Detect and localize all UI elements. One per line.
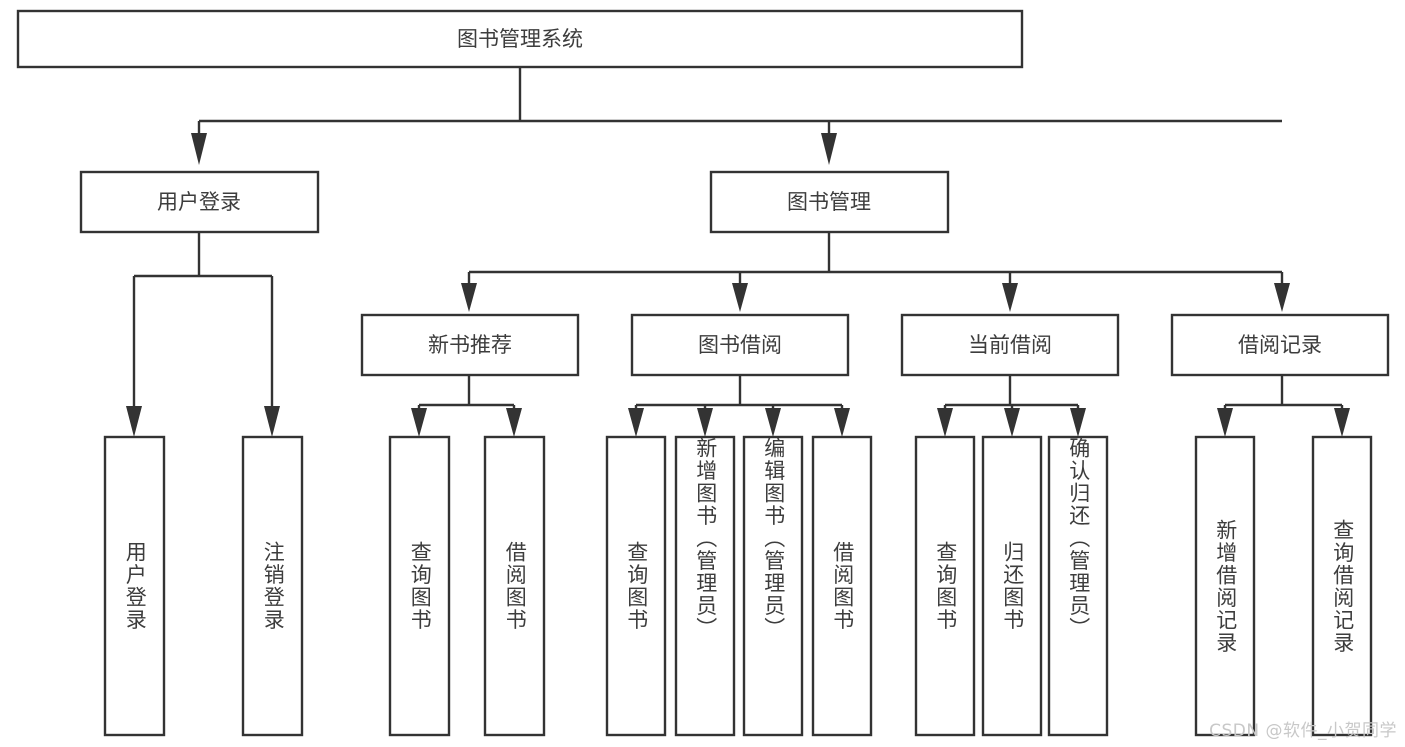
leaf-box-currentborrow-0[interactable] xyxy=(914,435,976,737)
node-borrow-record[interactable]: 借阅记录 xyxy=(1170,313,1390,377)
leaf-box-user-login-1[interactable] xyxy=(241,435,304,737)
leaf-boxes-new-book-recommend xyxy=(388,435,546,737)
node-root-label: 图书管理系统 xyxy=(457,27,583,51)
node-book-management-label: 图书管理 xyxy=(787,190,871,214)
leaf-box-bookborrow-2[interactable] xyxy=(742,435,804,737)
node-borrow-record-label: 借阅记录 xyxy=(1238,333,1322,357)
node-user-login-label: 用户登录 xyxy=(157,190,241,214)
node-new-book-recommend[interactable]: 新书推荐 xyxy=(360,313,580,377)
connector-currentborrow-to-leaves xyxy=(937,375,1086,437)
leaf-box-currentborrow-2[interactable] xyxy=(1047,435,1109,737)
leaf-boxes-borrow-record xyxy=(1194,435,1373,737)
node-book-management[interactable]: 图书管理 xyxy=(709,170,950,234)
leaf-box-bookborrow-0[interactable] xyxy=(605,435,667,737)
leaf-box-currentborrow-1[interactable] xyxy=(981,435,1043,737)
leaf-boxes-current-borrow xyxy=(914,435,1109,737)
leaf-box-user-login-0[interactable] xyxy=(103,435,166,737)
connector-userlogin-to-leaves xyxy=(126,232,280,437)
leaf-box-bookborrow-1[interactable] xyxy=(674,435,736,737)
node-new-book-recommend-label: 新书推荐 xyxy=(428,333,512,357)
node-current-borrow-label: 当前借阅 xyxy=(968,333,1052,357)
connector-newbook-to-leaves xyxy=(411,375,522,437)
node-book-borrow-label: 图书借阅 xyxy=(698,333,782,357)
csdn-watermark: CSDN @软件_小贺同学 xyxy=(1209,721,1397,741)
node-root[interactable]: 图书管理系统 xyxy=(16,9,1024,69)
connector-bookborrow-to-leaves xyxy=(628,375,850,437)
leaf-box-newbook-1[interactable] xyxy=(483,435,546,737)
connector-bookmgmt-to-level3 xyxy=(461,232,1290,312)
node-current-borrow[interactable]: 当前借阅 xyxy=(900,313,1120,377)
connector-borrowrecord-to-leaves xyxy=(1217,375,1350,437)
leaf-box-bookborrow-3[interactable] xyxy=(811,435,873,737)
leaf-box-newbook-0[interactable] xyxy=(388,435,451,737)
node-user-login[interactable]: 用户登录 xyxy=(79,170,320,234)
connector-root-to-level2 xyxy=(191,67,1282,165)
leaf-box-borrowrecord-1[interactable] xyxy=(1311,435,1373,737)
leaf-box-borrowrecord-0[interactable] xyxy=(1194,435,1256,737)
leaf-boxes-book-borrow xyxy=(605,435,873,737)
leaf-boxes-user-login xyxy=(103,435,304,737)
node-book-borrow[interactable]: 图书借阅 xyxy=(630,313,850,377)
